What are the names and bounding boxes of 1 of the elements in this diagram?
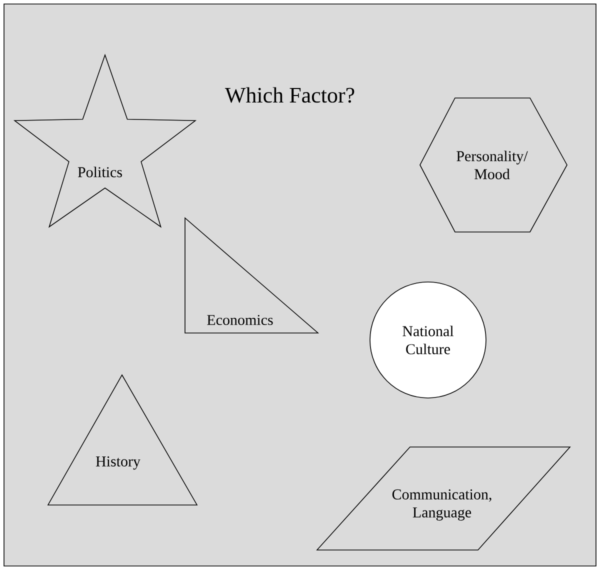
title: Which Factor? <box>224 87 354 103</box>
